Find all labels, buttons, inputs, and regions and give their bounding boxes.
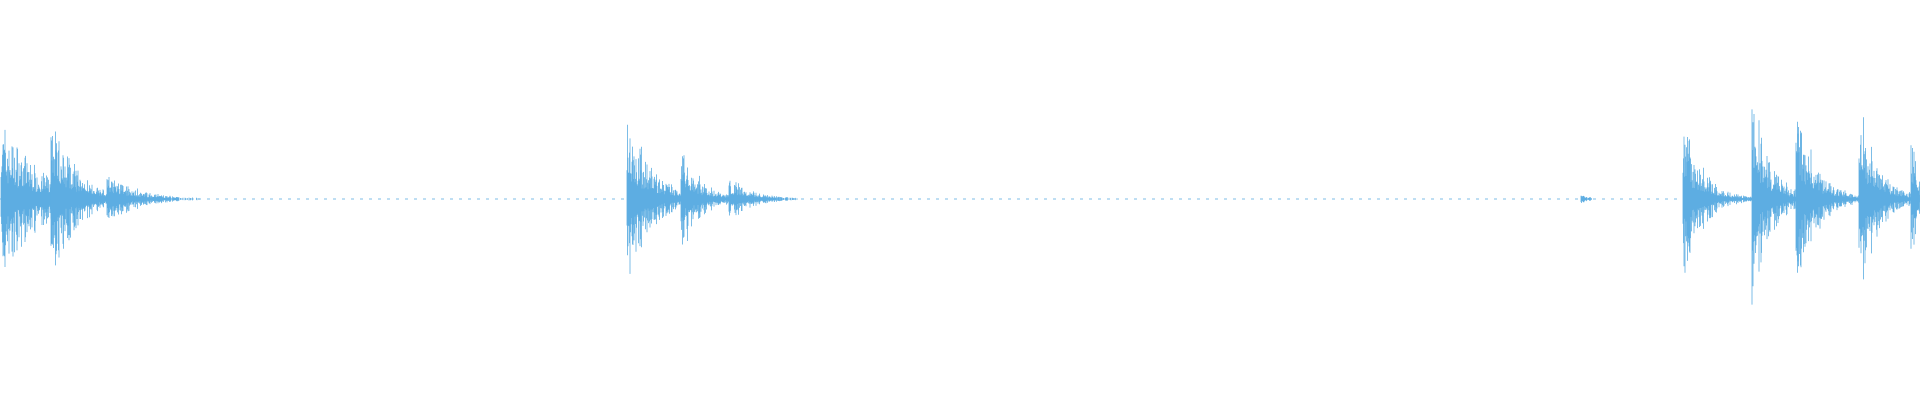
waveform-burst-2 [106, 177, 200, 218]
waveform-burst-11 [1910, 145, 1920, 249]
waveform-burst-10 [1858, 117, 1920, 280]
waveform-burst-5 [728, 180, 798, 216]
waveform-burst-7 [1682, 136, 1768, 273]
waveform-burst-6 [1580, 195, 1592, 203]
